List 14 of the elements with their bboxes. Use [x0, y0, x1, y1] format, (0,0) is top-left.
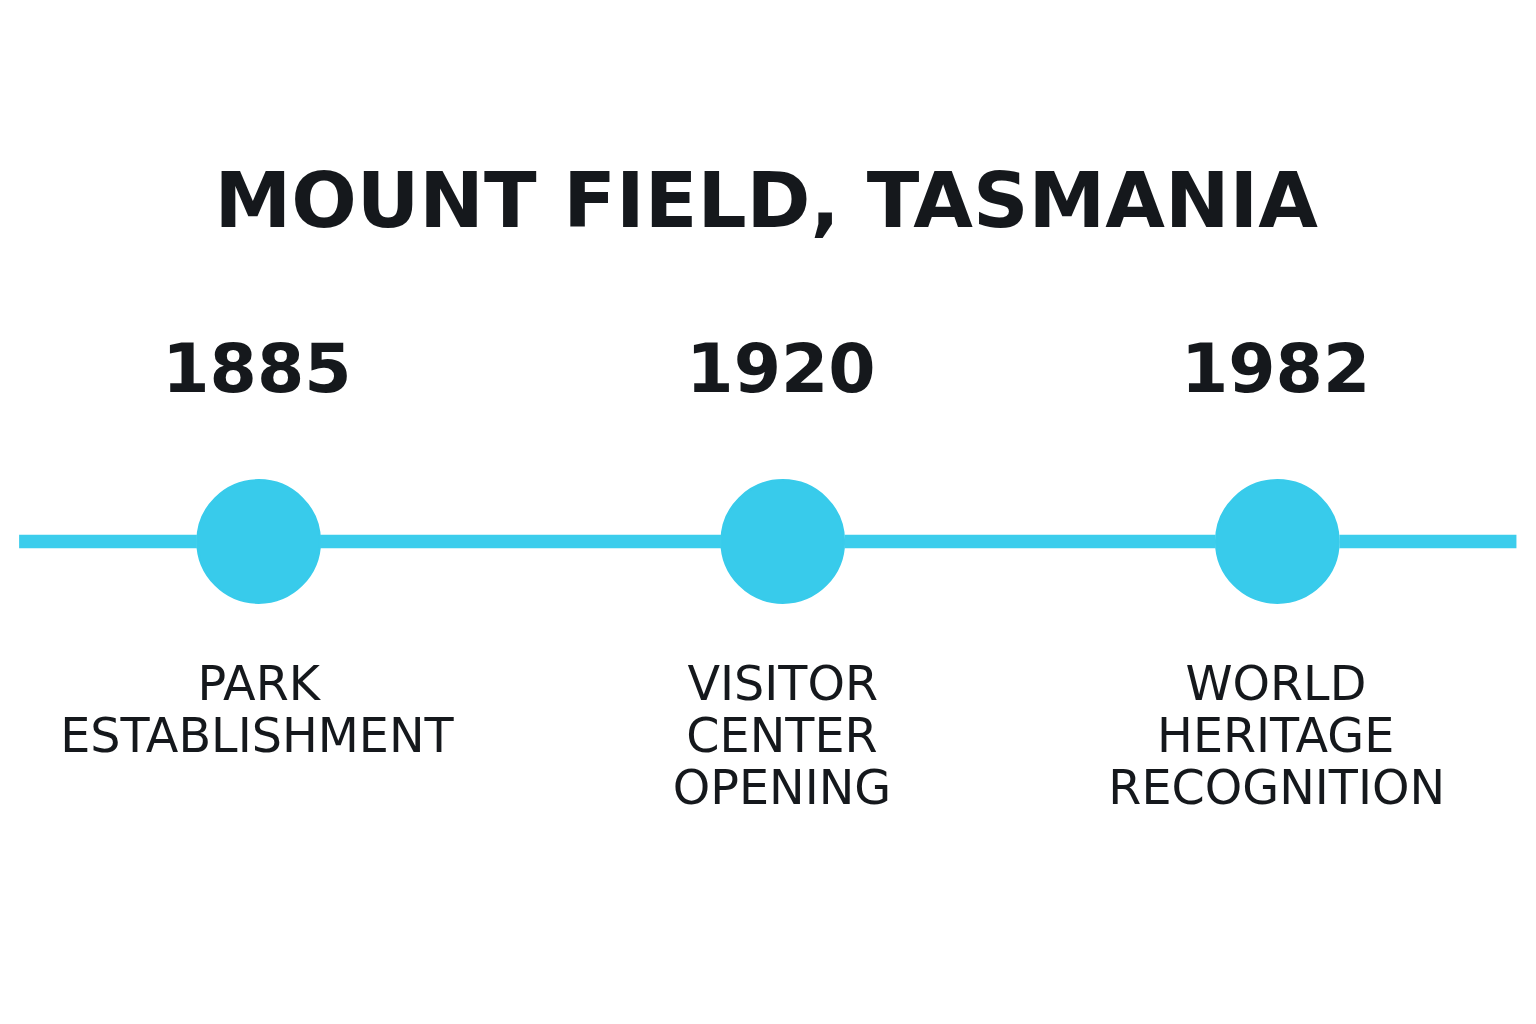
connector — [19, 534, 197, 549]
connector — [320, 534, 722, 549]
diagram-title: MOUNT FIELD, TASMANIA — [214, 154, 1318, 245]
node-circle — [196, 479, 322, 604]
node-label: 1982 — [1180, 328, 1371, 408]
connector — [1339, 534, 1517, 549]
node-circle — [720, 479, 846, 604]
node-label: WORLD HERITAGE RECOGNITION — [1108, 655, 1446, 816]
node-circle — [1214, 479, 1340, 604]
node-label: PARK ESTABLISHMENT — [60, 655, 454, 764]
node-label: VISITOR CENTER OPENING — [672, 655, 892, 816]
node-label: 1885 — [162, 328, 352, 408]
connector — [844, 534, 1216, 549]
node-label: 1920 — [686, 328, 876, 408]
